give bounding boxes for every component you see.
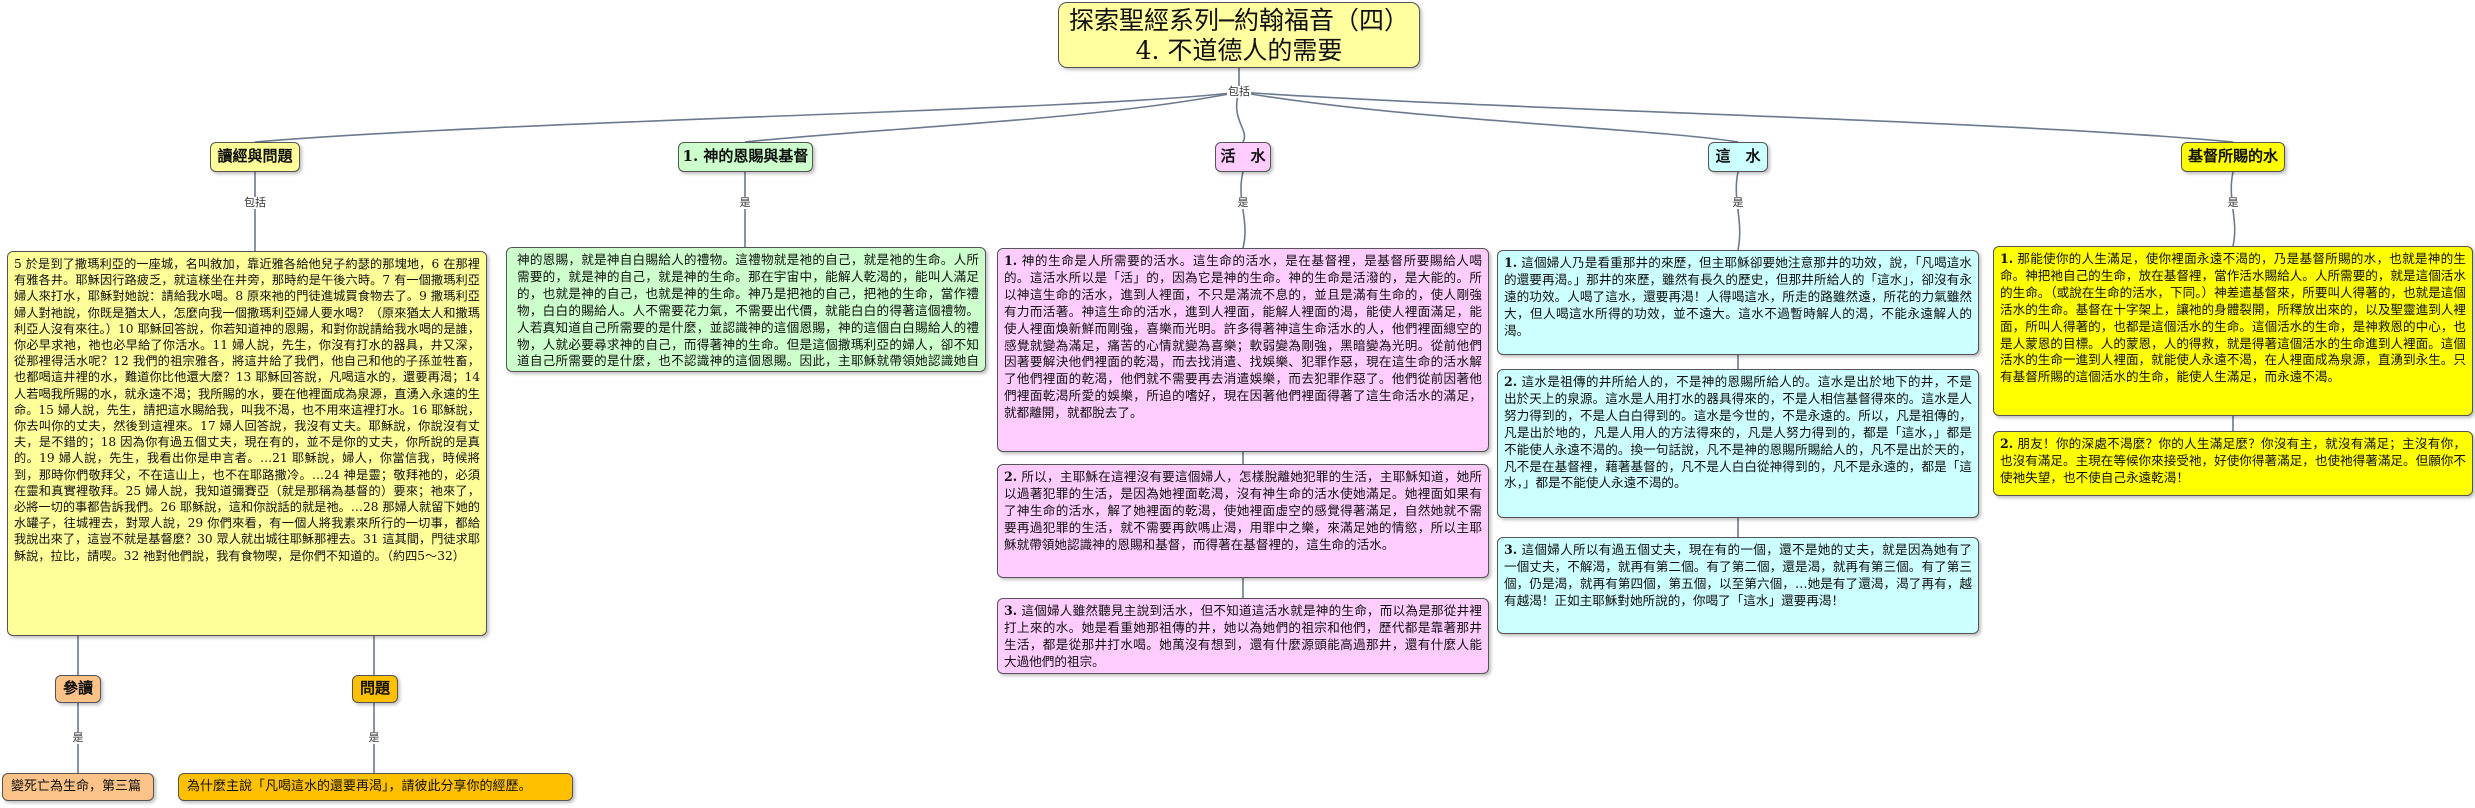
link-root-reading bbox=[254, 68, 1240, 143]
satisfy-point-2-text: 朋友！你的深處不渴麼？你的人生滿足麼？你沒有主，就沒有滿足；主沒有你，也沒有滿足… bbox=[2000, 436, 2466, 485]
link-root-living bbox=[1235, 91, 1246, 143]
link-satisfy-p1 bbox=[2230, 171, 2236, 247]
satisfy-point-2-number: 2. bbox=[2000, 436, 2014, 451]
ref-label[interactable]: 參讀 bbox=[55, 675, 101, 703]
satisfy-point-2[interactable]: 2. 朋友！你的深處不渴麼？你的人生滿足麼？你沒有主，就沒有滿足；主沒有你，也沒… bbox=[1993, 431, 2473, 496]
branch-satisfy[interactable]: 基督所賜的水 bbox=[2181, 142, 2285, 172]
living-water-point-1-number: 1. bbox=[1004, 253, 1018, 268]
satisfy-point-1-number: 1. bbox=[2000, 251, 2014, 266]
this-water-point-2[interactable]: 2. 這水是祖傳的井所給人的，不是神的恩賜所給人的。這水是出於地下的井，不是出於… bbox=[1497, 369, 1979, 518]
branch-reading[interactable]: 讀經與問題 bbox=[210, 142, 300, 172]
reading-passage[interactable]: 5 於是到了撒瑪利亞的一座城，名叫敘加，靠近雅各給他兒子約瑟的那塊地，6 在那裡… bbox=[7, 251, 487, 636]
connector-label-satisfy: 是 bbox=[2226, 196, 2240, 209]
branch-grace[interactable]: 1. 神的恩賜與基督 bbox=[678, 142, 813, 172]
satisfy-point-1-text: 那能使你的人生滿足，使你裡面永遠不渴的，乃是基督所賜的水，也就是神的生命。神把祂… bbox=[2000, 251, 2466, 385]
reading-passage-text: 5 於是到了撒瑪利亞的一座城，名叫敘加，靠近雅各給他兒子約瑟的那塊地，6 在那裡… bbox=[14, 257, 480, 563]
living-water-point-1-text: 神的生命是人所需要的活水。這生命的活水，是在基督裡，是基督所要賜給人喝的。這活水… bbox=[1004, 253, 1482, 421]
living-water-point-2[interactable]: 2. 所以，主耶穌在這裡沒有要這個婦人，怎樣脫離她犯罪的生活，主耶穌知道，她所以… bbox=[997, 464, 1489, 578]
link-root-this bbox=[1238, 91, 1739, 143]
living-water-point-2-text: 所以，主耶穌在這裡沒有要這個婦人，怎樣脫離她犯罪的生活，主耶穌知道，她所以過著犯… bbox=[1004, 469, 1482, 552]
connector-label-ref: 是 bbox=[71, 731, 85, 744]
living-water-point-2-number: 2. bbox=[1004, 469, 1018, 484]
this-water-point-2-number: 2. bbox=[1504, 374, 1518, 389]
this-water-point-2-text: 這水是祖傳的井所給人的，不是神的恩賜所給人的。這水是出於地下的井，不是出於天上的… bbox=[1504, 374, 1972, 491]
this-water-point-3-number: 3. bbox=[1504, 542, 1518, 557]
living-water-point-3-number: 3. bbox=[1004, 603, 1018, 618]
connector-label-grace: 是 bbox=[738, 196, 752, 209]
living-water-point-3-text: 這個婦人雖然聽見主說到活水，但不知道這活水就是神的生命，而以為是那從井裡打上來的… bbox=[1004, 603, 1482, 669]
this-water-point-3-text: 這個婦人所以有過五個丈夫，現在有的一個，還不是她的丈夫，就是因為她有了一個丈夫，… bbox=[1504, 542, 1972, 608]
this-water-point-1[interactable]: 1. 這個婦人乃是看重那井的來歷，但主耶穌卻要她注意那井的功效，說，「凡喝這水的… bbox=[1497, 250, 1979, 355]
branch-this-water[interactable]: 這 水 bbox=[1708, 142, 1768, 172]
title-node[interactable]: 探索聖經系列─約翰福音（四） 4. 不道德人的需要 bbox=[1058, 2, 1420, 68]
link-living-p1 bbox=[1240, 171, 1246, 249]
title-series: 探索聖經系列─約翰福音（四） bbox=[1068, 6, 1410, 35]
satisfy-point-1[interactable]: 1. 那能使你的人生滿足，使你裡面永遠不渴的，乃是基督所賜的水，也就是神的生命。… bbox=[1993, 246, 2473, 416]
question-text[interactable]: 為什麼主說「凡喝這水的還要再渴」，請彼此分享你的經歷。 bbox=[178, 773, 573, 801]
link-this-p1 bbox=[1735, 171, 1741, 251]
grace-text[interactable]: 神的恩賜，就是神自白賜給人的禮物。這禮物就是祂的自己，就是祂的生命。人所需要的，… bbox=[506, 247, 986, 372]
connector-label-root: 包括 bbox=[1227, 85, 1251, 98]
living-water-point-3[interactable]: 3. 這個婦人雖然聽見主說到活水，但不知道這活水就是神的生命，而以為是那從井裡打… bbox=[997, 598, 1489, 674]
question-label[interactable]: 問題 bbox=[352, 675, 398, 703]
link-root-satisfy bbox=[1238, 91, 2234, 143]
connector-label-question: 是 bbox=[367, 731, 381, 744]
title-lesson: 4. 不道德人的需要 bbox=[1135, 36, 1343, 65]
ref-text[interactable]: 變死亡為生命，第三篇 bbox=[2, 773, 154, 801]
link-root-grace bbox=[744, 91, 1240, 143]
branch-living-water[interactable]: 活 水 bbox=[1215, 142, 1271, 172]
this-water-point-3[interactable]: 3. 這個婦人所以有過五個丈夫，現在有的一個，還不是她的丈夫，就是因為她有了一個… bbox=[1497, 537, 1979, 634]
this-water-point-1-number: 1. bbox=[1504, 255, 1518, 270]
living-water-point-1[interactable]: 1. 神的生命是人所需要的活水。這生命的活水，是在基督裡，是基督所要賜給人喝的。… bbox=[997, 248, 1489, 452]
connector-label-living-water: 是 bbox=[1236, 196, 1250, 209]
connector-label-this-water: 是 bbox=[1731, 196, 1745, 209]
this-water-point-1-text: 這個婦人乃是看重那井的來歷，但主耶穌卻要她注意那井的功效，說，「凡喝這水的還要再… bbox=[1504, 255, 1972, 338]
connector-label-reading: 包括 bbox=[243, 196, 267, 209]
grace-text-body: 神的恩賜，就是神自白賜給人的禮物。這禮物就是祂的自己，就是祂的生命。人所需要的，… bbox=[517, 252, 979, 371]
